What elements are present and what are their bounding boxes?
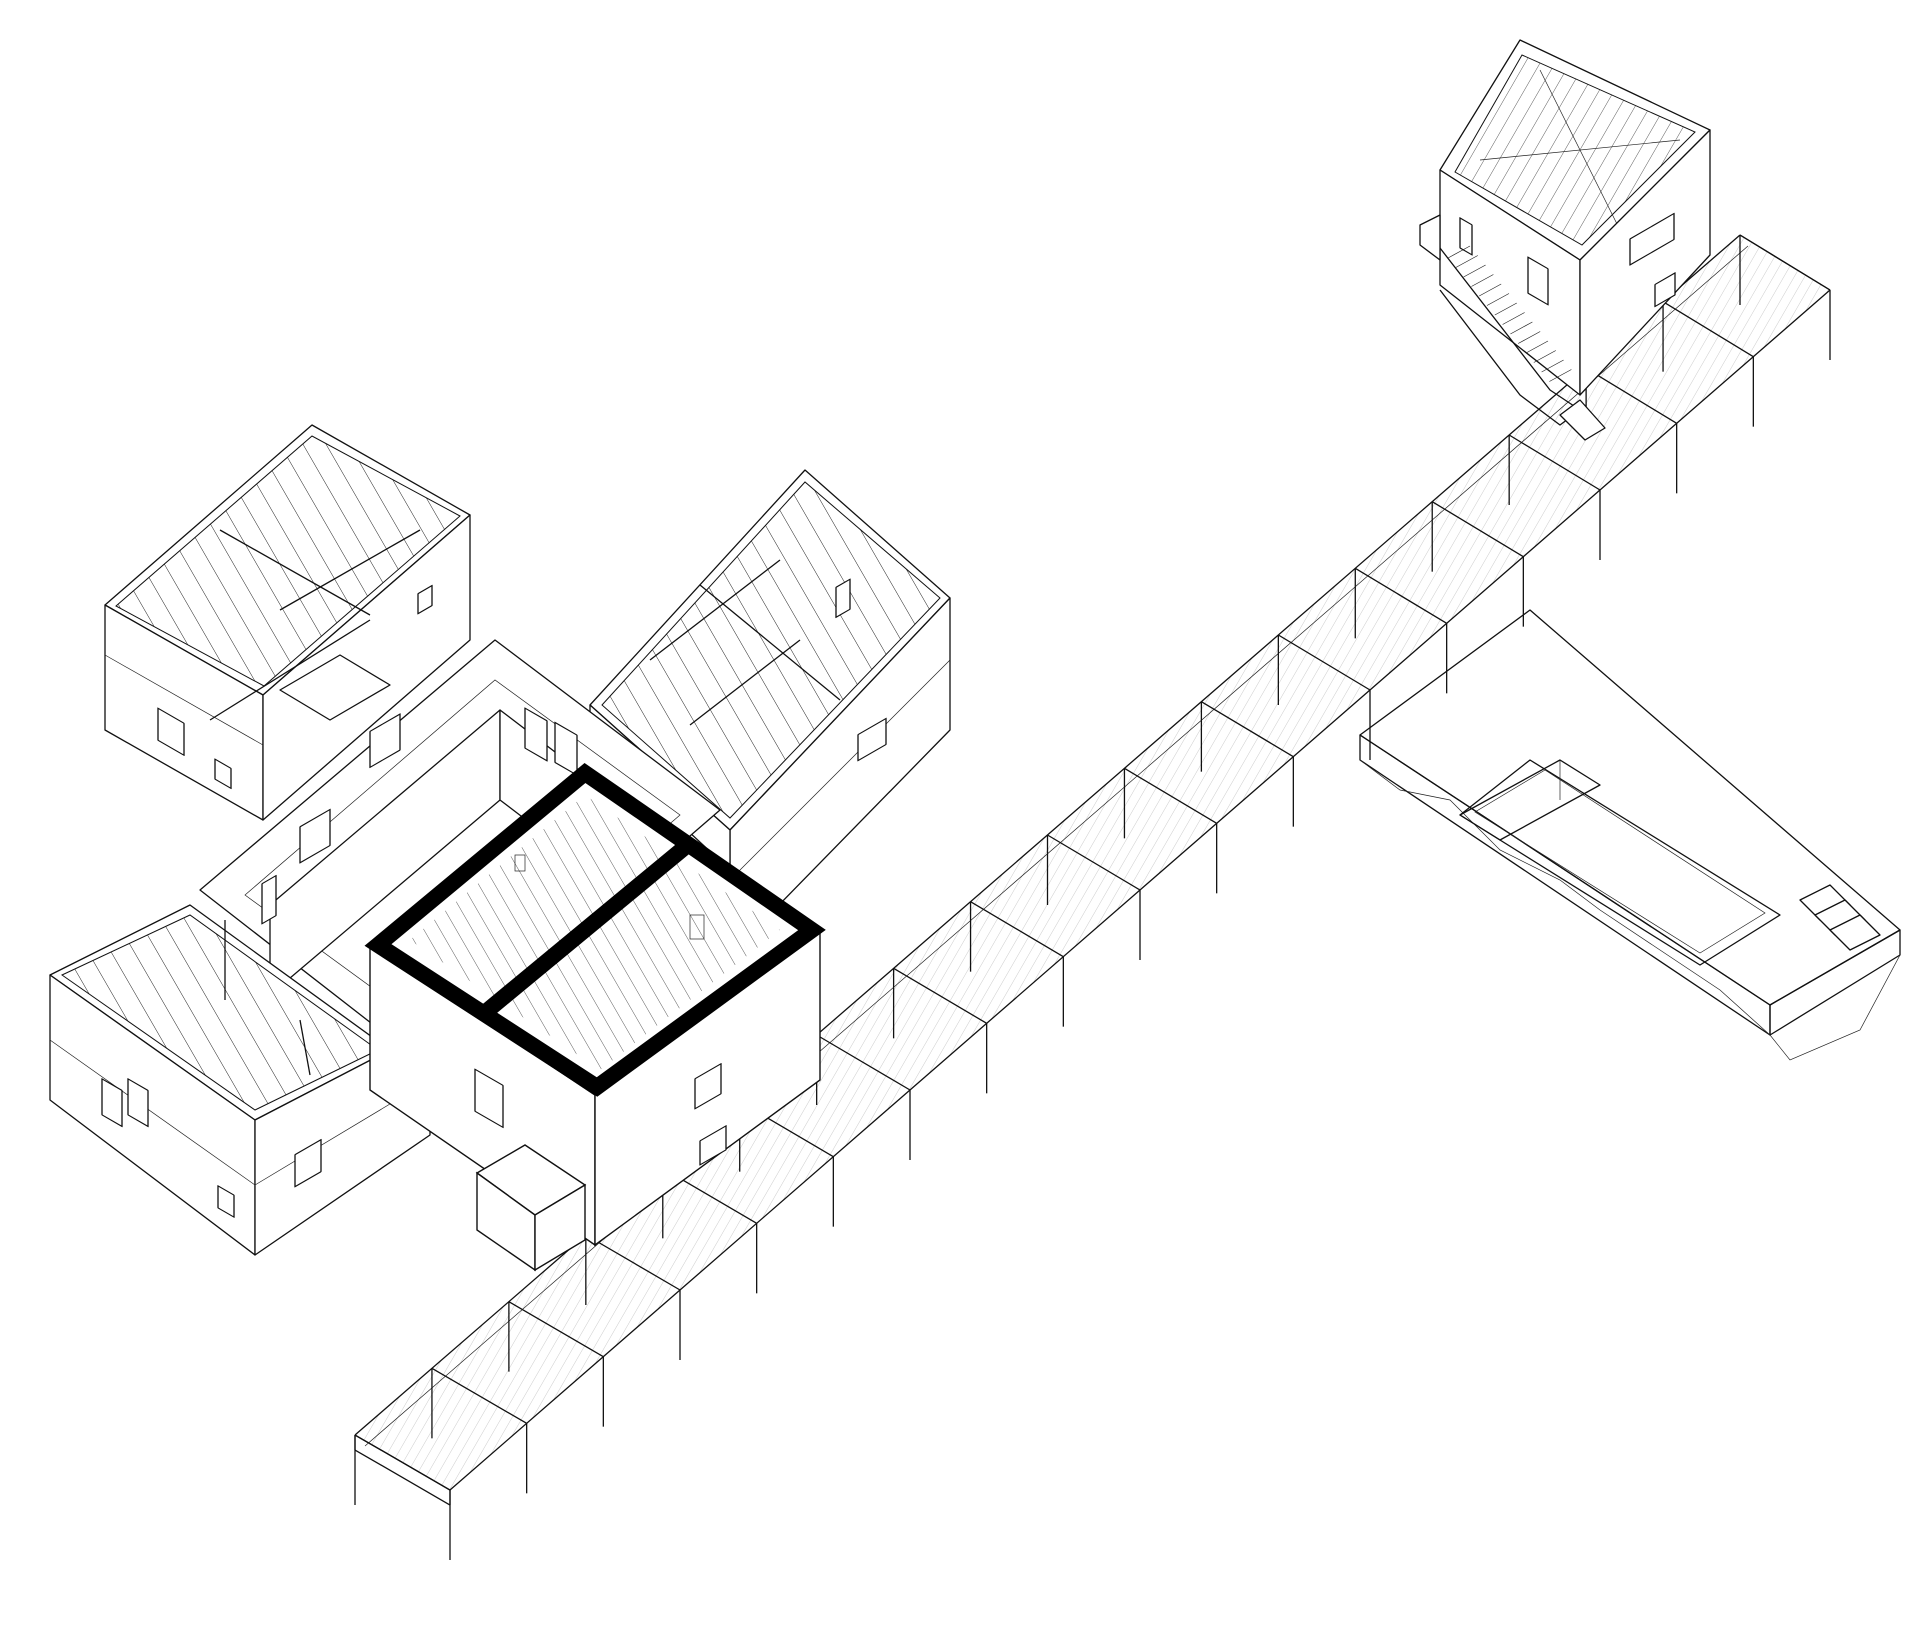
walkway-beam <box>1277 634 1371 691</box>
pool-steps <box>1799 884 1881 951</box>
west-wing-windows <box>101 1078 322 1218</box>
tower-window <box>1459 217 1473 256</box>
walkway-beam <box>1431 501 1524 558</box>
walkway-beam <box>816 1034 911 1091</box>
stair-tread <box>1463 264 1486 278</box>
courtyard-windows <box>261 707 578 925</box>
stone-openings <box>474 1062 727 1166</box>
stair-tread <box>1486 293 1510 306</box>
walkway-beam <box>1662 301 1754 358</box>
tower-window <box>1527 256 1549 306</box>
observation-tower <box>1439 39 1711 396</box>
stair-tread <box>1533 350 1556 363</box>
walkway-beam <box>431 1367 527 1424</box>
stair-tread <box>1541 359 1564 373</box>
walkway-beam <box>1354 567 1448 624</box>
window <box>417 584 433 615</box>
walkway-beam <box>585 1234 681 1291</box>
north-wing <box>104 424 471 821</box>
stair-tread <box>1525 340 1549 354</box>
window <box>857 717 887 762</box>
walkway-beam <box>1508 434 1601 491</box>
stair-tread <box>1471 274 1494 287</box>
window <box>157 707 185 756</box>
window <box>835 578 851 619</box>
walkway-beam <box>1739 234 1831 291</box>
pool-terrace <box>1359 609 1901 1061</box>
stair-tread <box>1518 331 1541 344</box>
stair-tread <box>1510 321 1533 335</box>
window <box>214 758 232 790</box>
stair-tread <box>1494 302 1517 316</box>
stair-tread <box>1479 283 1502 297</box>
stair-tread <box>1502 312 1525 325</box>
walkway-beam <box>1047 834 1141 891</box>
highlight-divider <box>476 836 696 1022</box>
walkway-beam <box>1201 701 1294 758</box>
tower-window <box>1629 212 1675 266</box>
walkway-beam <box>893 967 987 1024</box>
stair-tread <box>1455 255 1478 268</box>
walkway-beam <box>1124 767 1217 824</box>
walkway-beam <box>354 1434 451 1491</box>
walkway-beam <box>1585 367 1678 424</box>
walkway-beam <box>970 901 1064 958</box>
highlight-outline <box>364 762 826 1097</box>
pool <box>1459 759 1781 966</box>
stair-tread <box>1447 245 1471 259</box>
tower-door <box>1654 272 1676 308</box>
stone-annex <box>475 1144 587 1272</box>
tower-stair <box>1419 214 1606 441</box>
walkway-bays <box>354 234 1831 1491</box>
stair-tread <box>1549 369 1572 382</box>
walkway-beam <box>508 1301 604 1358</box>
